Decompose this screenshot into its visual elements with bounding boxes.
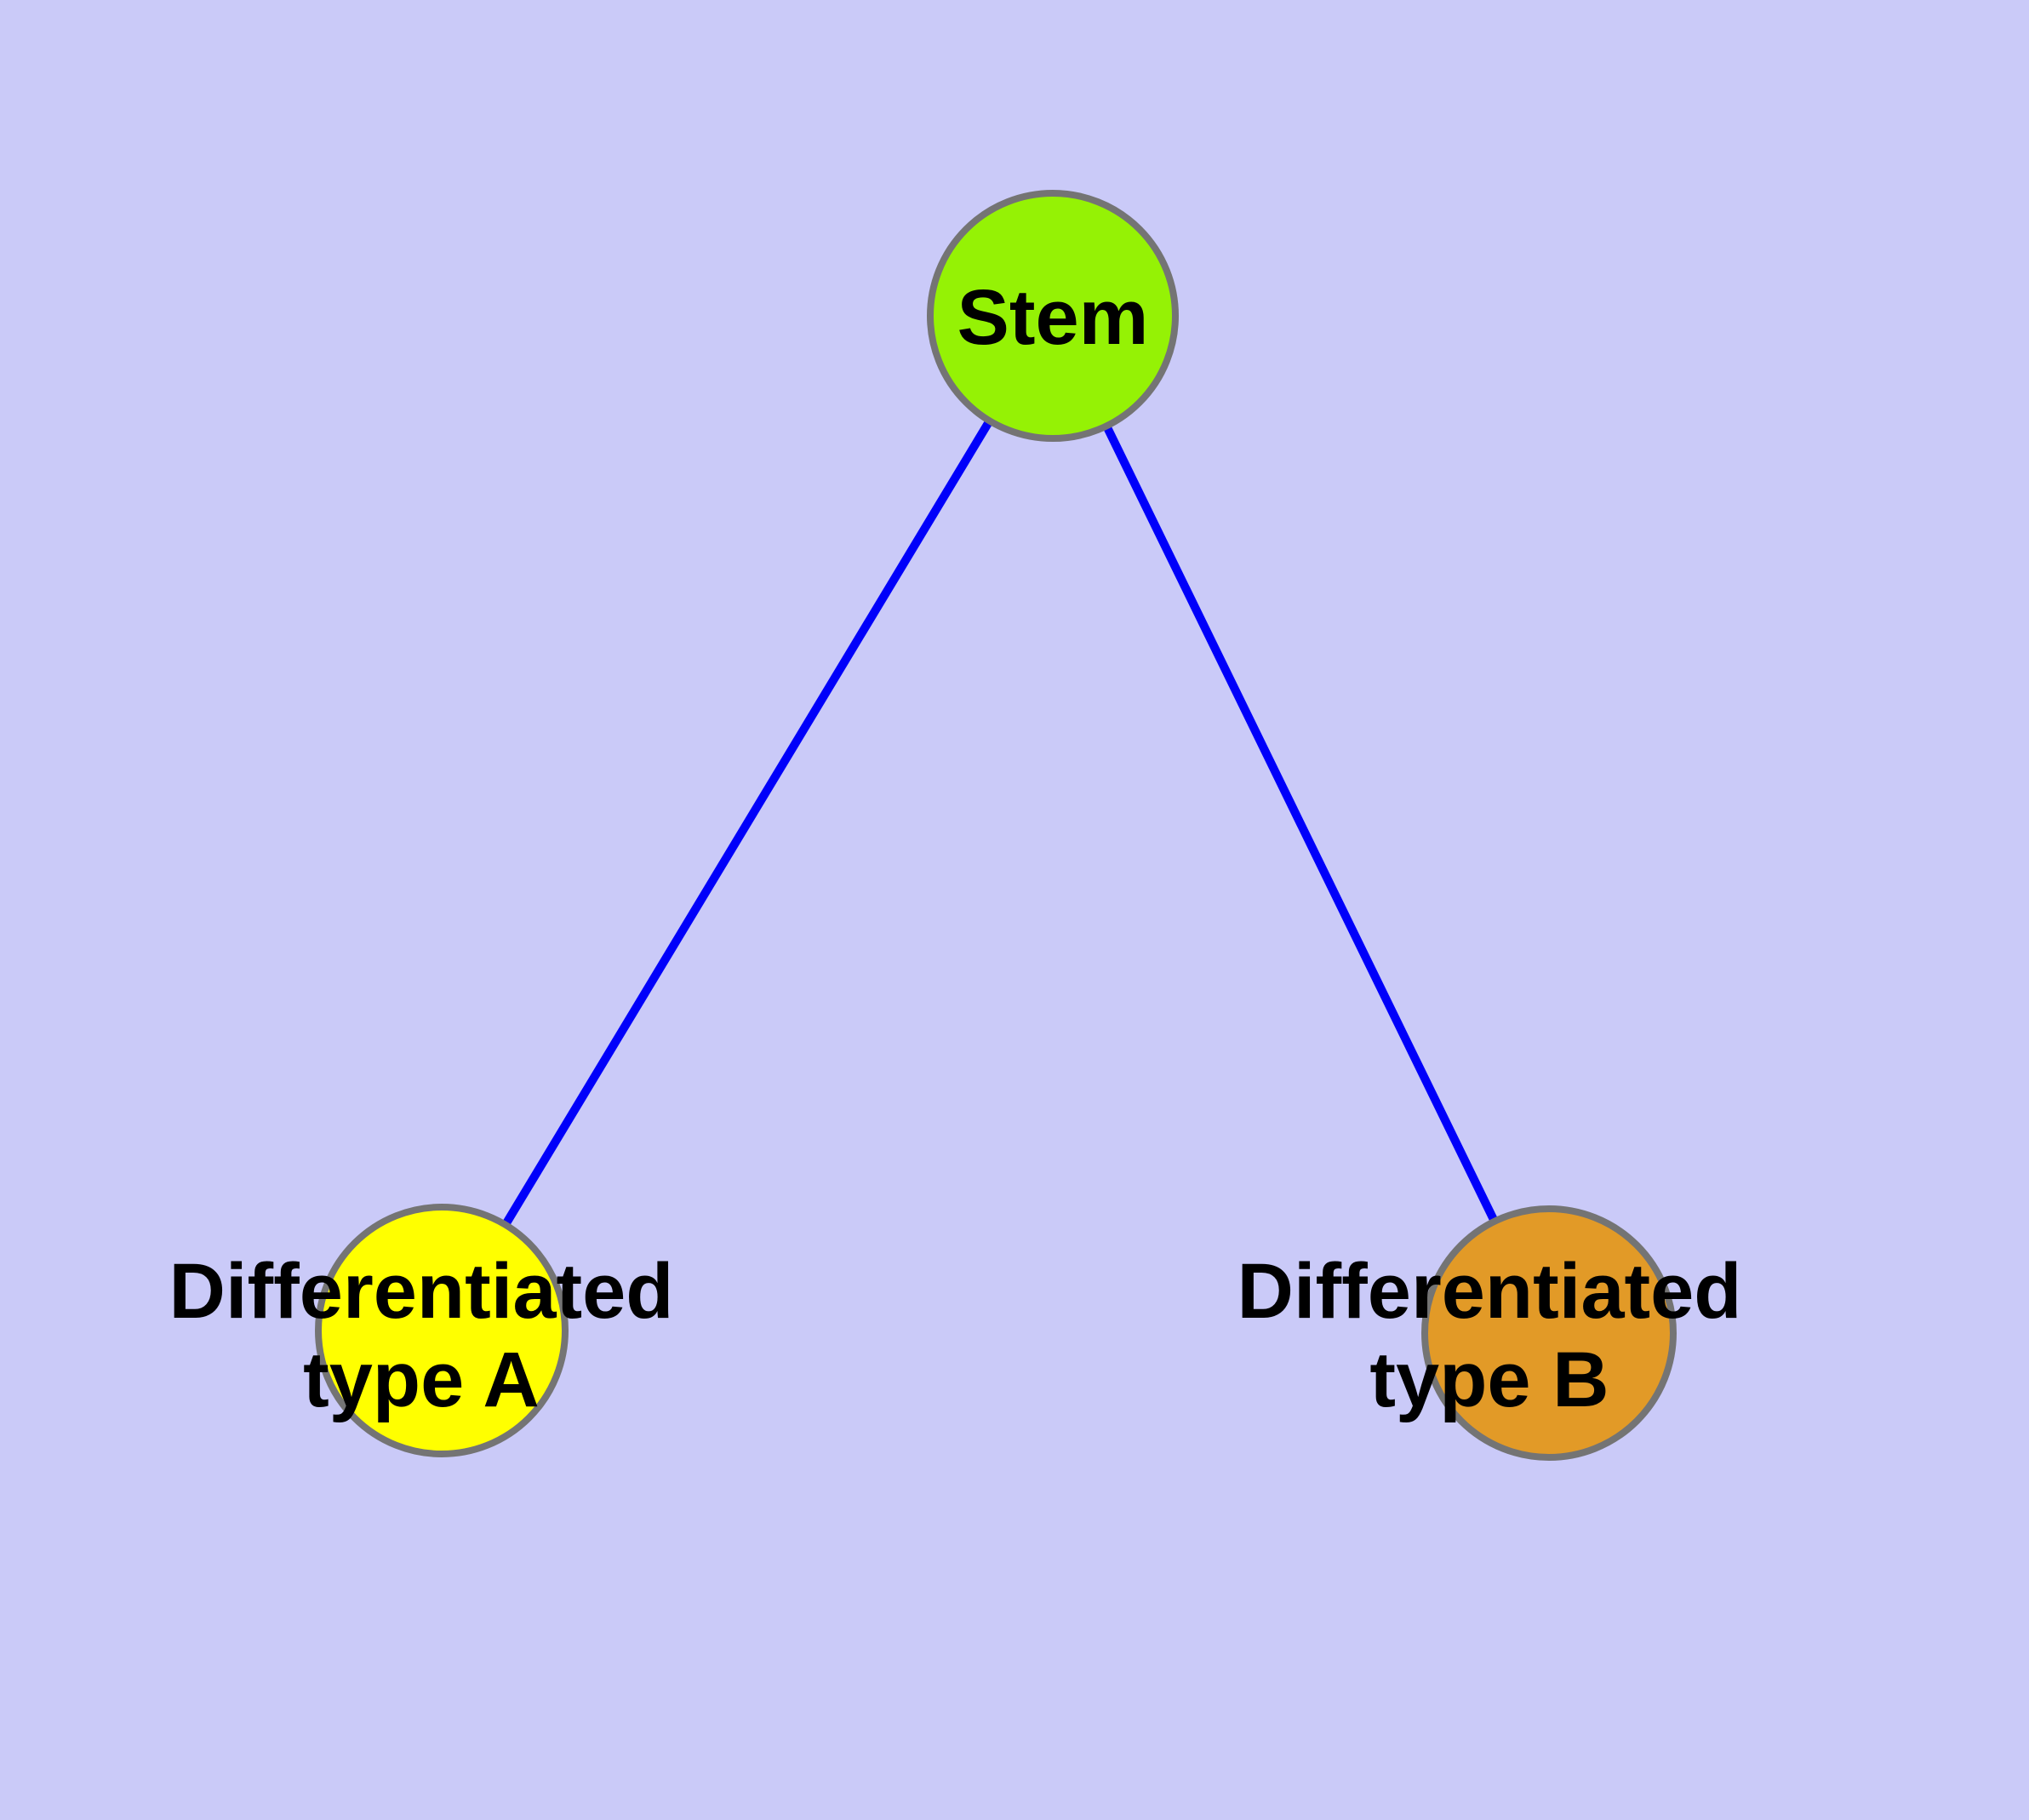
label-layer: Stem Differentiated type A Differentiate… (169, 274, 1742, 1423)
node-type-a-label-line2: type A (303, 1336, 540, 1423)
node-stem-label: Stem (957, 274, 1149, 361)
node-type-b-label-line2: type B (1369, 1336, 1609, 1423)
node-differentiated-type-b (1421, 1205, 1677, 1461)
node-differentiated-type-a (315, 1204, 569, 1457)
edge-layer (437, 313, 1553, 1336)
node-type-b-label-line1: Differentiated (1237, 1248, 1742, 1335)
node-layer (315, 190, 1677, 1461)
node-type-a-label-line1: Differentiated (169, 1248, 674, 1335)
node-stem (927, 190, 1179, 442)
edge-stem-to-type-b (1049, 313, 1553, 1336)
edge-stem-to-type-a (437, 313, 1057, 1333)
